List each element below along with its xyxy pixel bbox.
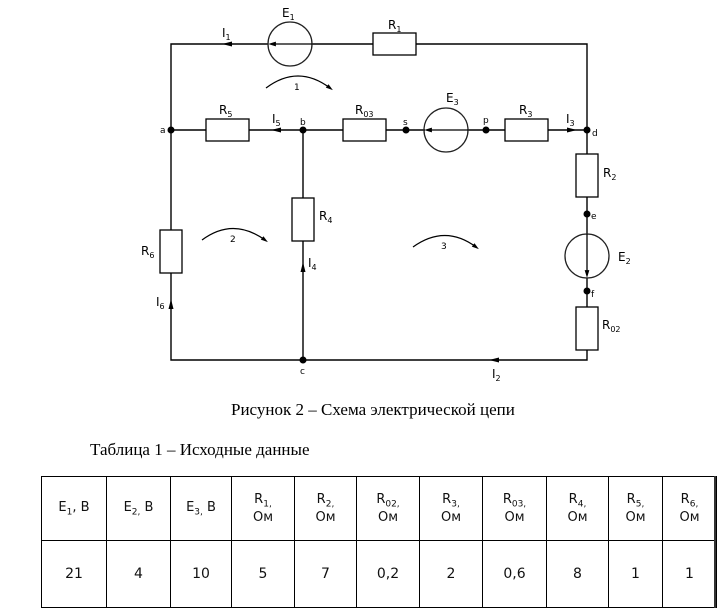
node-d <box>583 126 591 134</box>
header-cell: R2,Ом <box>294 476 357 541</box>
label-R5: R5 <box>219 103 232 119</box>
current-arrow-I5-icon <box>271 127 281 133</box>
wire-left-2 <box>170 273 303 361</box>
header-cell: R6,Ом <box>662 476 717 541</box>
node-e <box>583 210 591 218</box>
label-R2: R2 <box>603 166 616 182</box>
value-cell-R03: 0,6 <box>482 540 547 608</box>
label-node-s: s <box>403 118 408 128</box>
label-node-d: d <box>592 129 598 139</box>
value-cell-R02: 0,2 <box>356 540 420 608</box>
loop-2-arrow-icon <box>201 228 268 243</box>
current-arrow-I3-icon <box>567 127 577 133</box>
wire-top-left <box>170 43 268 130</box>
label-R02: R02 <box>602 318 621 334</box>
table-header-row: E1, В E2, В E3, В R1,Ом R2,Ом R02,Ом R3,… <box>41 476 717 541</box>
loop-3-arrow-icon <box>412 235 479 250</box>
label-R3: R3 <box>519 103 532 119</box>
resistor-R3 <box>504 118 549 142</box>
table-caption: Таблица 1 – Исходные данные <box>90 440 310 459</box>
value-cell-R2: 7 <box>294 540 357 608</box>
loop-1-arrow-icon <box>265 75 333 91</box>
label-R03: R03 <box>355 103 374 119</box>
label-I4: I4 <box>308 256 317 272</box>
current-arrow-I6-icon <box>168 299 174 309</box>
header-cell: R1,Ом <box>231 476 295 541</box>
value-cell-E3: 10 <box>170 540 232 608</box>
node-c <box>299 356 307 364</box>
label-node-p: p <box>483 116 489 126</box>
current-arrow-I4-icon <box>300 262 306 272</box>
current-arrow-I2-icon <box>489 357 499 363</box>
value-cell-R3: 2 <box>419 540 483 608</box>
header-cell: R03,Ом <box>482 476 547 541</box>
label-loop-1: 1 <box>294 83 300 93</box>
value-cell-R6: 1 <box>662 540 717 608</box>
label-loop-2: 2 <box>230 235 236 245</box>
value-cell-R1: 5 <box>231 540 295 608</box>
node-b <box>299 126 307 134</box>
label-loop-3: 3 <box>441 242 447 252</box>
label-node-e: e <box>591 212 597 222</box>
label-E2: E2 <box>618 250 631 266</box>
source-data-table: E1, В E2, В E3, В R1,Ом R2,Ом R02,Ом R3,… <box>41 476 717 608</box>
circuit-diagram: E1 R1 I1 1 R5 I5 R03 E3 R3 I3 a b s p d … <box>141 6 631 383</box>
node-p <box>482 126 490 134</box>
resistor-R1 <box>372 32 417 56</box>
label-I5: I5 <box>272 112 281 128</box>
label-R1: R1 <box>388 18 401 34</box>
node-s <box>402 126 410 134</box>
label-node-f: f <box>591 290 595 300</box>
node-f <box>583 287 591 295</box>
header-cell: E2, В <box>106 476 171 541</box>
wire-right-4 <box>303 350 588 361</box>
current-arrow-I1-icon <box>222 41 232 47</box>
node-a <box>167 126 175 134</box>
value-cell-E2: 4 <box>106 540 171 608</box>
label-I3: I3 <box>566 112 575 128</box>
header-cell: E3, В <box>170 476 232 541</box>
resistor-R02 <box>575 306 599 351</box>
value-cell-R4: 8 <box>546 540 609 608</box>
label-node-c: c <box>300 367 305 377</box>
label-I1: I1 <box>222 26 231 42</box>
label-node-b: b <box>300 118 306 128</box>
label-E1: E1 <box>282 6 295 22</box>
header-cell: R4,Ом <box>546 476 609 541</box>
label-R4: R4 <box>319 209 332 225</box>
value-cell-R5: 1 <box>608 540 663 608</box>
resistor-R4 <box>291 197 315 242</box>
header-cell: E1, В <box>41 476 107 541</box>
wire-top-right <box>416 43 588 130</box>
value-cell-E1: 21 <box>41 540 107 608</box>
label-I2: I2 <box>492 367 501 383</box>
resistor-R2 <box>575 153 599 198</box>
resistor-R6 <box>159 229 183 274</box>
figure-caption: Рисунок 2 – Схема электрической цепи <box>231 400 515 419</box>
label-R6: R6 <box>141 244 154 260</box>
header-cell: R3,Ом <box>419 476 483 541</box>
header-cell: R02,Ом <box>356 476 420 541</box>
page-edge-divider <box>714 476 716 608</box>
resistor-R5 <box>205 118 250 142</box>
label-I6: I6 <box>156 295 165 311</box>
resistor-R03 <box>342 118 387 142</box>
label-E3: E3 <box>446 91 459 107</box>
header-cell: R5,Ом <box>608 476 663 541</box>
table-values-row: 21 4 10 5 7 0,2 2 0,6 8 1 1 <box>41 540 717 608</box>
label-node-a: a <box>160 126 166 136</box>
